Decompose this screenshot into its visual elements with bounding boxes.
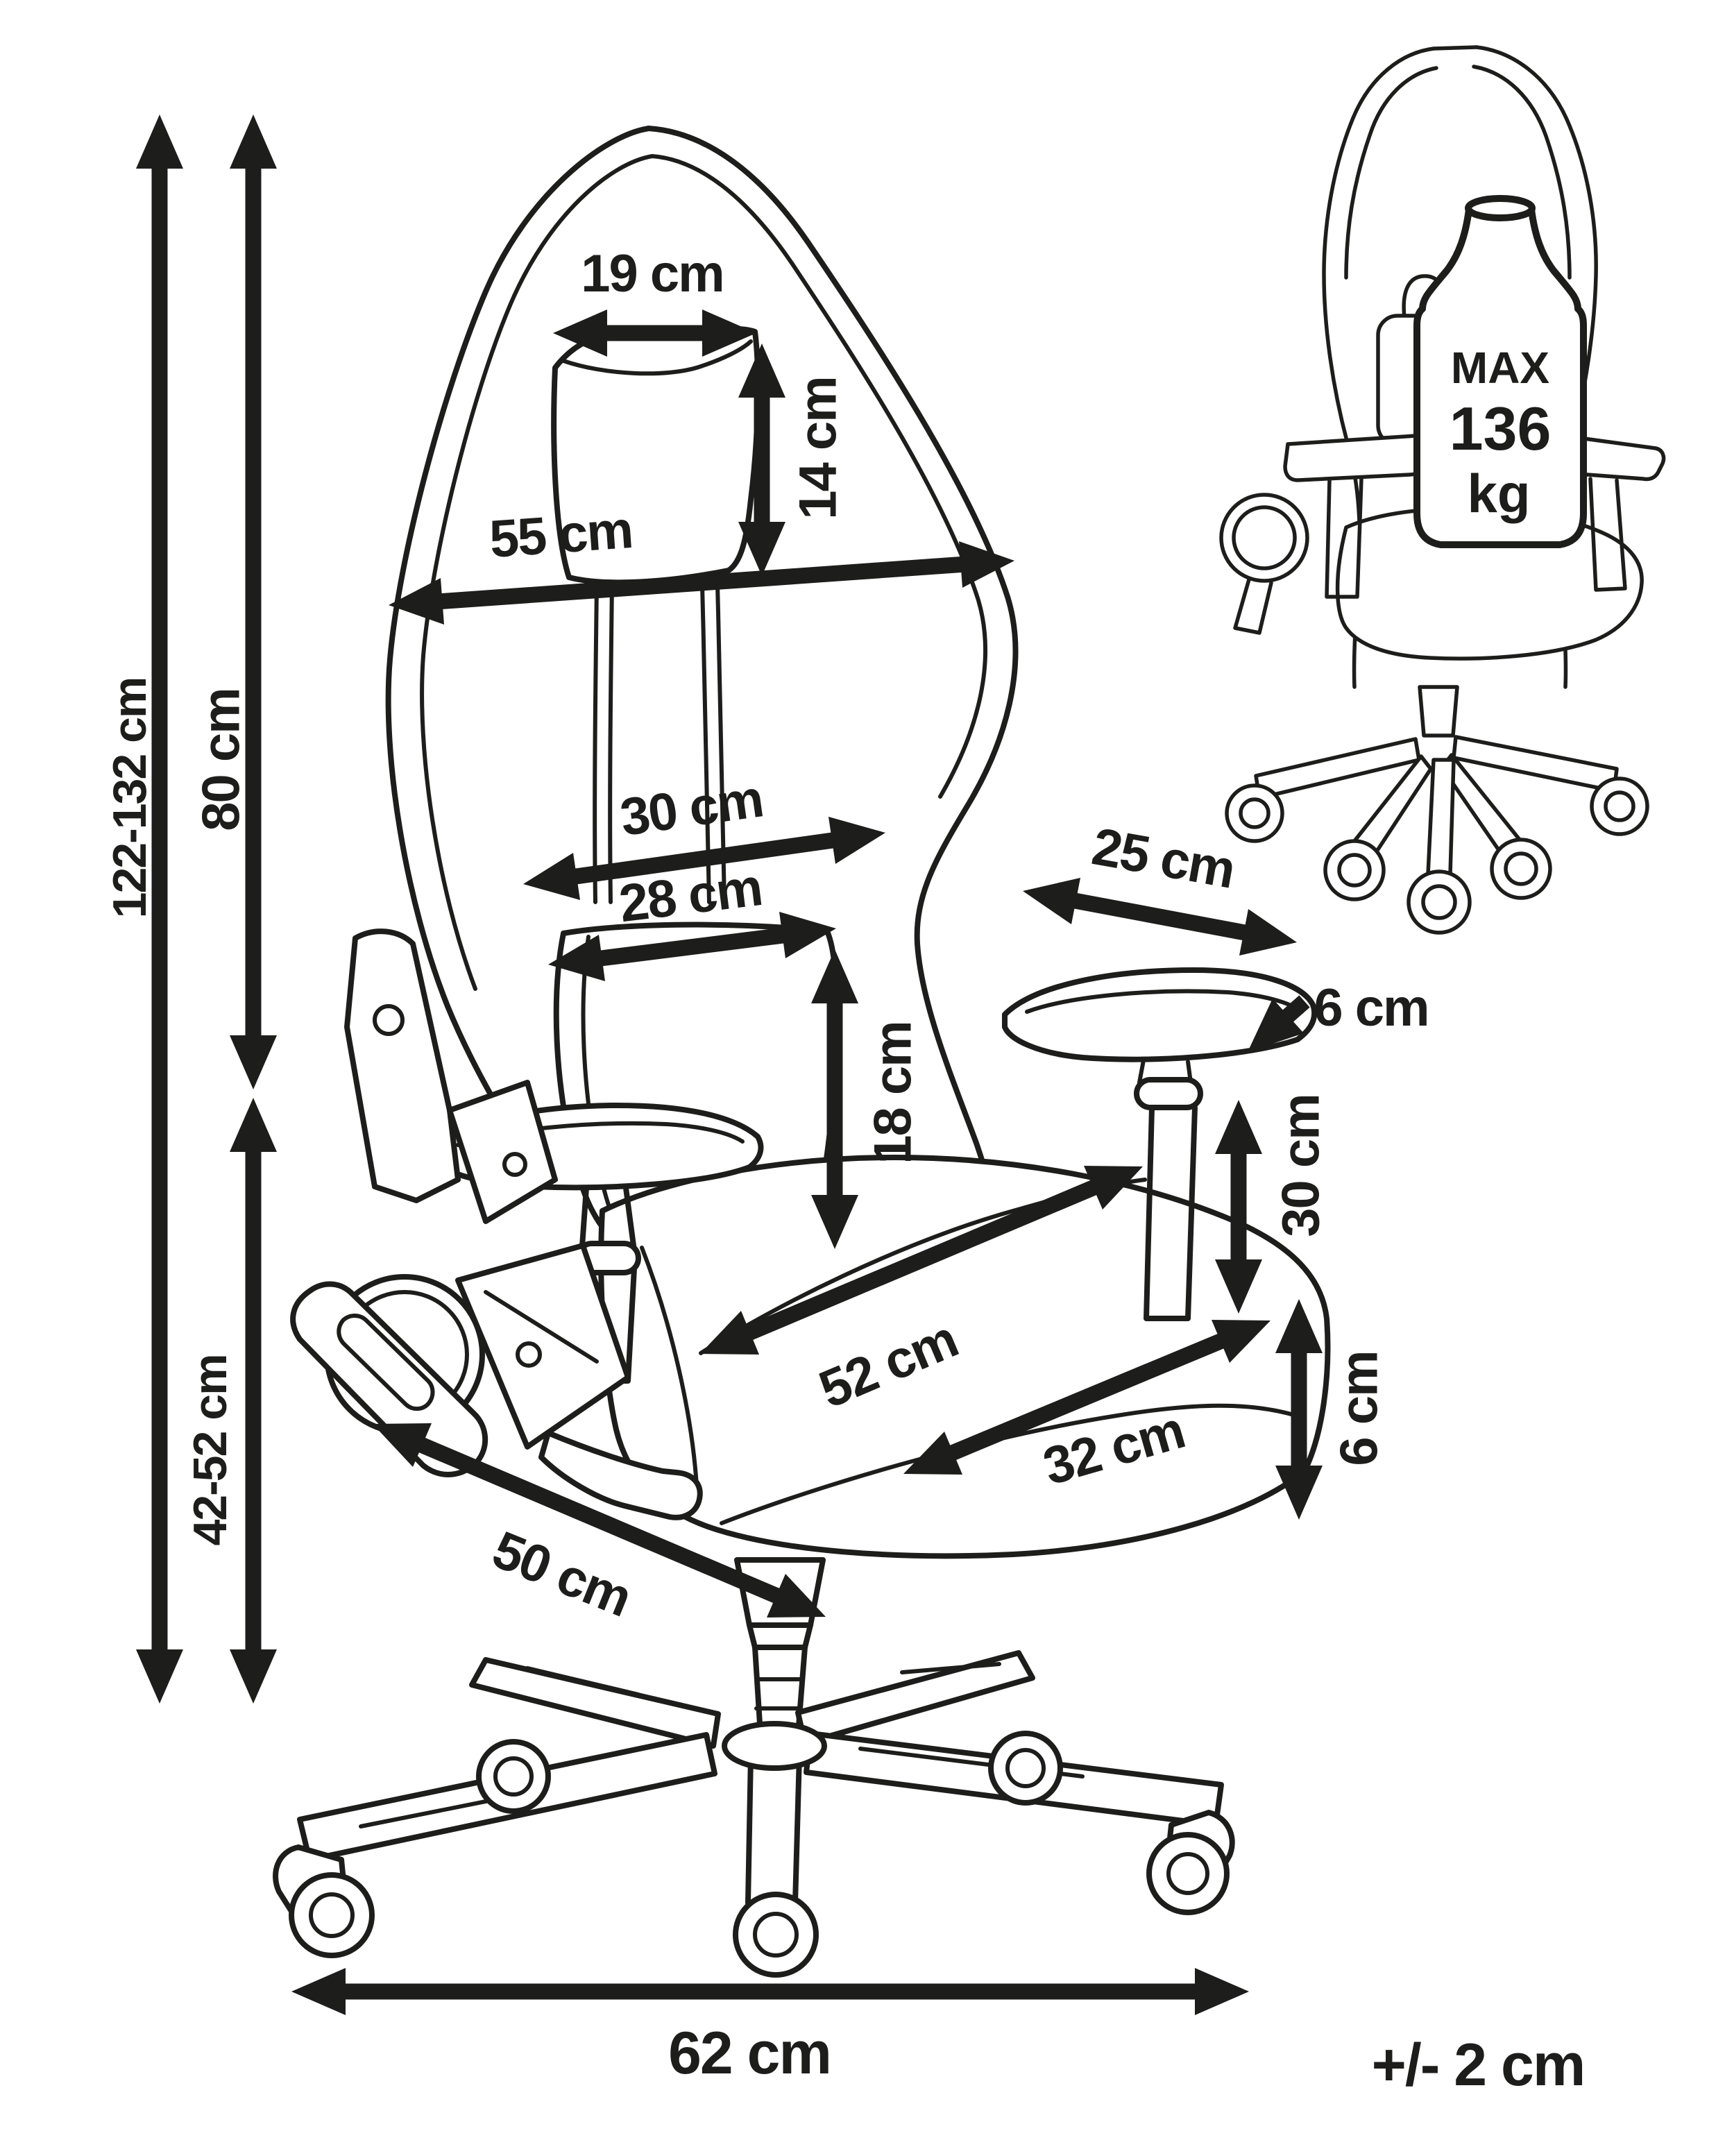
- dim-total-height: 122-132 cm: [103, 114, 183, 1704]
- backrest-outline: [385, 126, 1019, 1210]
- right-armrest: [1002, 967, 1318, 1321]
- dim-label-backrest-width: 55 cm: [488, 500, 634, 569]
- dim-label-armrest-length: 25 cm: [1088, 817, 1239, 899]
- seat-cushion: [598, 1155, 1331, 1559]
- dim-label-backrest-lower-width: 30 cm: [617, 769, 766, 847]
- dim-armrest-thickness: 6 cm: [1248, 978, 1430, 1052]
- max-load-value: 136: [1450, 394, 1552, 463]
- dim-label-backrest-height: 80 cm: [192, 688, 251, 831]
- dim-seat-thickness: 6 cm: [1275, 1299, 1389, 1520]
- dim-pillow-height: 14 cm: [738, 343, 848, 576]
- dim-label-base-width: 62 cm: [668, 2020, 831, 2087]
- dim-label-armrest-height: 30 cm: [1272, 1094, 1331, 1237]
- casters: [273, 1731, 1235, 1978]
- dim-label-total-height: 122-132 cm: [103, 678, 156, 919]
- max-load-inset: MAX 136 kg: [1219, 45, 1666, 935]
- dim-seat-height: 42-52 cm: [184, 1098, 277, 1704]
- dim-label-armrest-thickness: 6 cm: [1314, 978, 1428, 1037]
- dim-label-seat-diagonal-width: 50 cm: [484, 1520, 638, 1628]
- dim-label-lumbar-height: 18 cm: [864, 1021, 923, 1164]
- dim-backrest-width: 55 cm: [389, 500, 1014, 625]
- dim-label-pillow-width: 19 cm: [581, 244, 724, 303]
- dim-armrest-height: 30 cm: [1215, 1094, 1331, 1314]
- dim-label-seat-thickness: 6 cm: [1330, 1351, 1389, 1466]
- weight-icon: MAX 136 kg: [1413, 195, 1587, 548]
- max-load-label-max: MAX: [1451, 343, 1550, 393]
- main-chair-drawing: [273, 126, 1331, 1978]
- tolerance-note: +/- 2 cm: [1372, 2032, 1585, 2098]
- dim-backrest-height: 80 cm: [192, 114, 277, 1089]
- dim-label-pillow-height: 14 cm: [789, 377, 848, 520]
- recline-mechanism: [290, 928, 703, 1520]
- dim-label-seat-height: 42-52 cm: [184, 1355, 237, 1545]
- dim-pillow-width: 19 cm: [553, 244, 756, 357]
- dim-base-width: 62 cm: [291, 1968, 1249, 2087]
- dim-lumbar-height: 18 cm: [811, 949, 923, 1249]
- max-load-unit: kg: [1467, 463, 1530, 524]
